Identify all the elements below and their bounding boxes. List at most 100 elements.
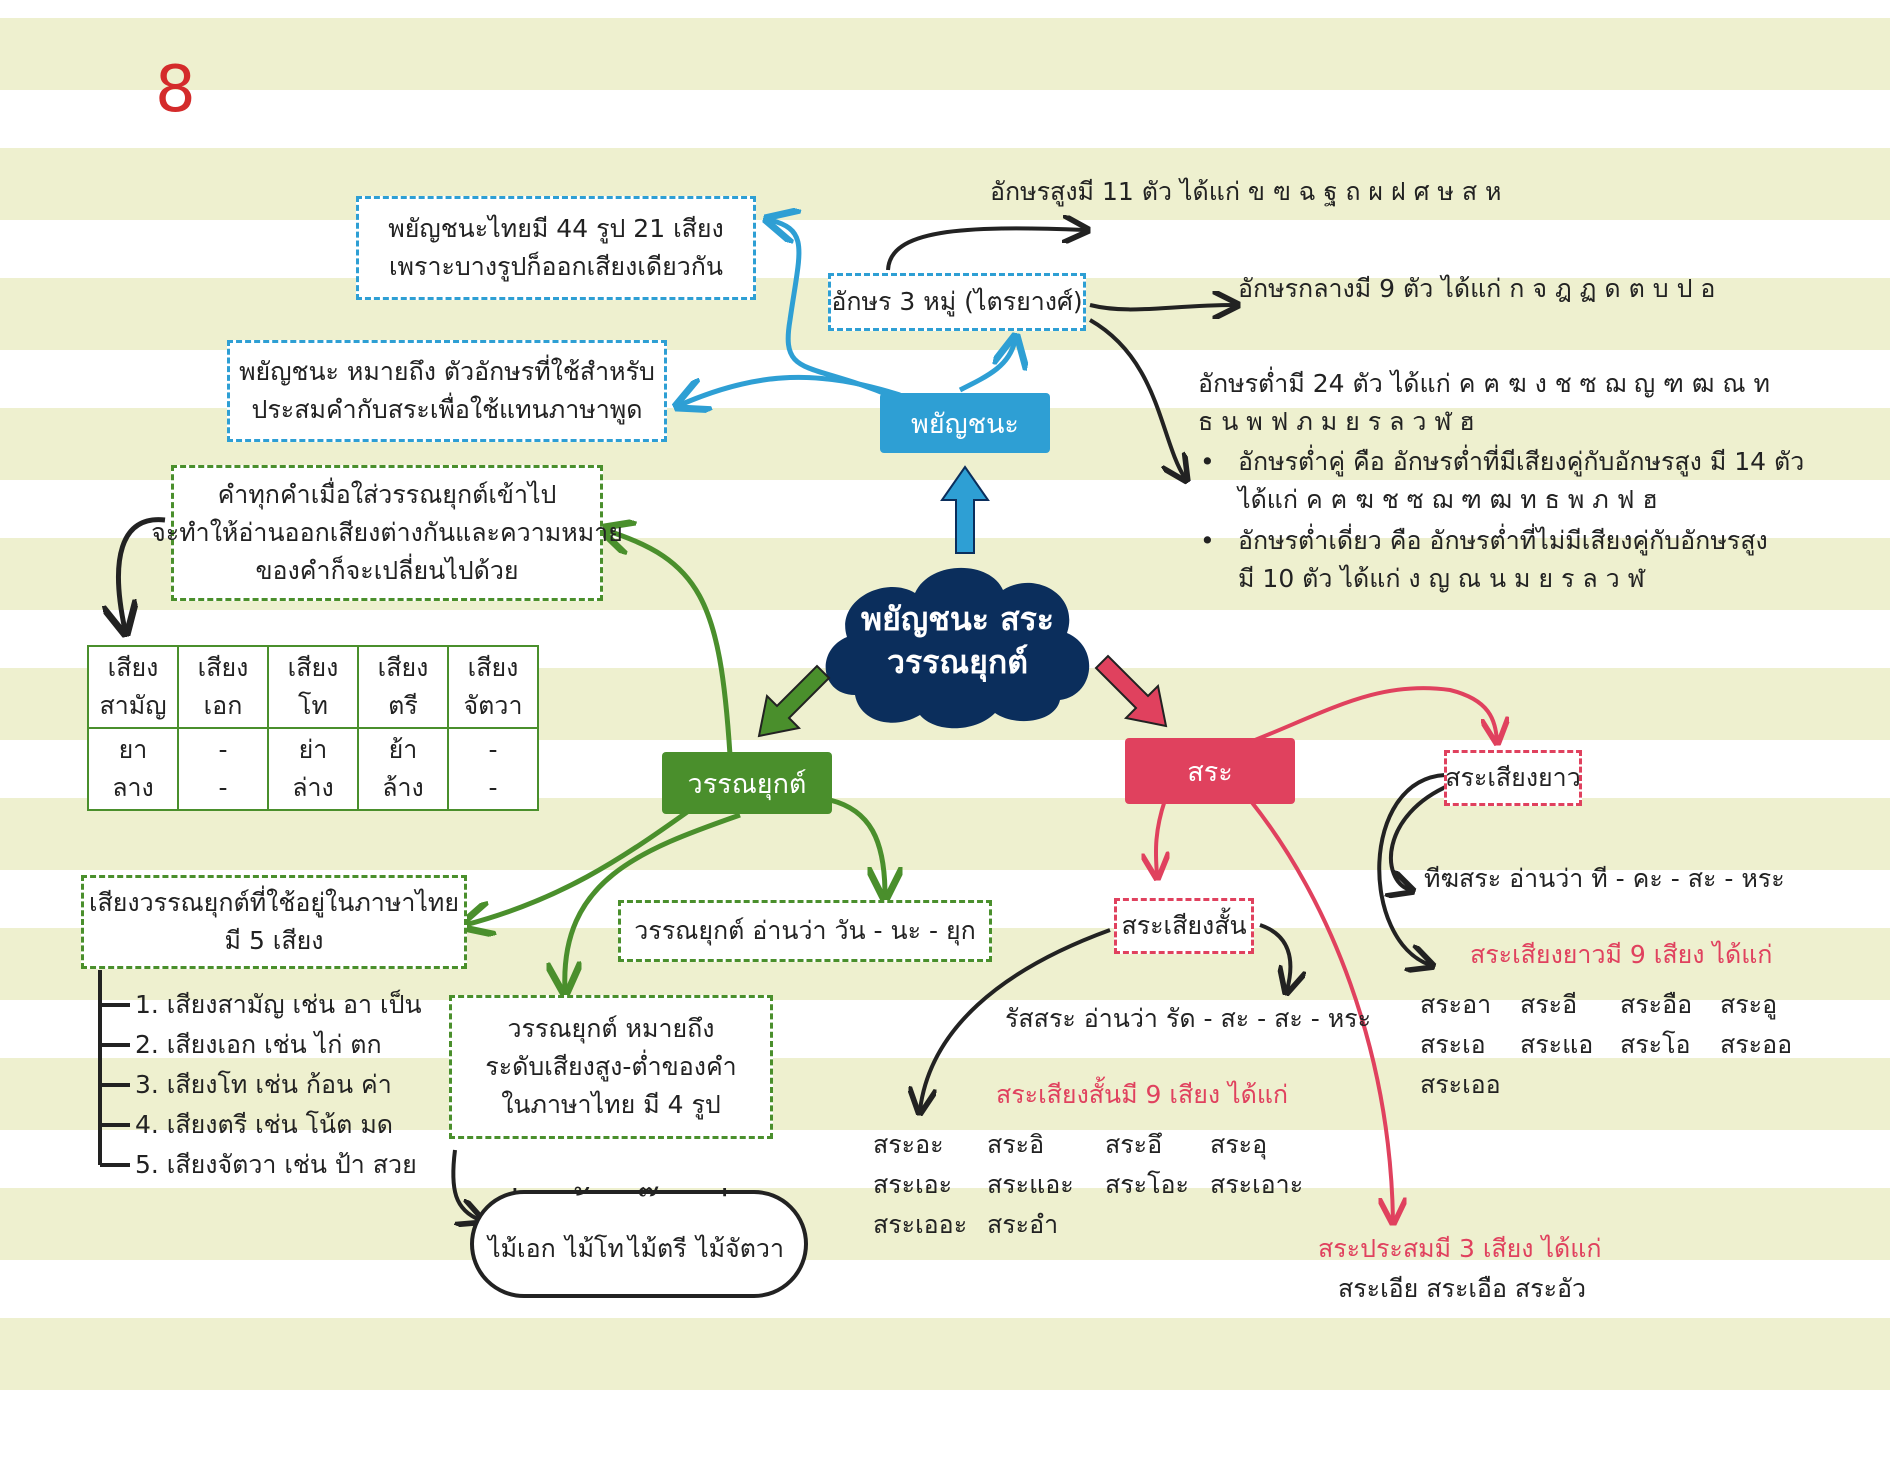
arrow-up-icon: [940, 465, 990, 554]
short-vowel-item: สระโอะ: [1105, 1170, 1189, 1199]
consonant-definition-line: ประสมคำกับสระเพื่อใช้แทนภาษาพูด: [251, 395, 643, 424]
long-vowel-item: สระออ: [1720, 1030, 1793, 1059]
cell-line: ย่า: [298, 735, 328, 764]
table-header-row: เสียงสามัญ เสียงเอก เสียงโท เสียงตรี เสี…: [87, 645, 539, 729]
table-cell: ย้าล้าง: [357, 727, 449, 811]
table-header-cell: เสียงตรี: [357, 645, 449, 729]
consonant-count-box: พยัญชนะไทยมี 44 รูป 21 เสียง เพราะบางรูป…: [356, 196, 756, 300]
tone-definition-box: วรรณยุกต์ หมายถึง ระดับเสียงสูง-ต่ำของคำ…: [449, 995, 773, 1139]
long-vowel-label-text: สระเสียงยาว: [1445, 763, 1581, 792]
table-cell: ย่าล่าง: [267, 727, 359, 811]
header-line: จัตวา: [463, 691, 523, 720]
tone-meaning-box: คำทุกคำเมื่อใส่วรรณยุกต์เข้าไป จะทำให้อ่…: [151, 465, 623, 601]
short-vowel-item: สระอำ: [987, 1210, 1059, 1239]
header-line: เสียง: [467, 653, 519, 682]
mixed-vowel-title: สระประสมมี 3 เสียง ได้แก่: [1318, 1234, 1602, 1263]
table-cell: ยาลาง: [87, 727, 179, 811]
cell-line: -: [488, 735, 498, 764]
header-line: เสียง: [287, 653, 339, 682]
long-vowel-item: สระโอ: [1620, 1030, 1691, 1059]
mixed-vowel-list: สระเอีย สระเอือ สระอัว: [1338, 1274, 1587, 1303]
short-vowel-item: สระอึ: [1105, 1130, 1163, 1159]
low-single-line: มี 10 ตัว ได้แก่ ง ญ ณ น ม ย ร ล ว ฬ: [1238, 564, 1645, 593]
short-vowel-item: สระเออะ: [873, 1210, 968, 1239]
arrow-down-left-icon: [757, 664, 831, 738]
tone-definition-line: ระดับเสียงสูง-ต่ำของคำ: [485, 1052, 737, 1081]
short-vowel-item: สระเอาะ: [1210, 1170, 1304, 1199]
header-line: เสียง: [197, 653, 249, 682]
header-line: ตรี: [388, 691, 418, 720]
bullet: •: [1200, 447, 1215, 476]
low-single-line: อักษรต่ำเดี่ยว คือ อักษรต่ำที่ไม่มีเสียง…: [1238, 526, 1768, 555]
three-groups-text: อักษร 3 หมู่ (ไตรยางศ์): [831, 287, 1083, 316]
short-vowel-item: สระอะ: [873, 1130, 944, 1159]
long-vowel-item: สระอี: [1520, 990, 1578, 1019]
bg-stripe: [0, 148, 1890, 220]
cell-line: ล้าง: [382, 773, 424, 802]
cell-line: ลาง: [112, 773, 154, 802]
tone-meaning-line: ของคำก็จะเปลี่ยนไปด้วย: [255, 556, 519, 585]
center-title-line1: พยัญชนะ สระ: [861, 600, 1054, 638]
long-vowel-title: สระเสียงยาวมี 9 เสียง ได้แก่: [1470, 940, 1773, 969]
tone-label: วรรณยุกต์: [662, 752, 832, 814]
table-header-cell: เสียงเอก: [177, 645, 269, 729]
short-vowel-item: สระอิ: [987, 1130, 1045, 1159]
tone-meaning-line: จะทำให้อ่านออกเสียงต่างกันและความหมาย: [151, 518, 623, 547]
long-vowel-item: สระอา: [1420, 990, 1492, 1019]
short-vowel-item: สระอุ: [1210, 1130, 1268, 1159]
five-tones-line: มี 5 เสียง: [224, 926, 324, 955]
low-pair-line: ได้แก่ ค ฅ ฆ ช ซ ฌ ฑ ฒ ท ธ พ ภ ฟ ฮ: [1238, 485, 1658, 514]
table-cell: --: [447, 727, 539, 811]
high-class-text: อักษรสูงมี 11 ตัว ได้แก่ ข ฃ ฉ ฐ ถ ผ ฝ ศ…: [990, 177, 1502, 206]
table-header-cell: เสียงจัตวา: [447, 645, 539, 729]
consonant-definition-box: พยัญชนะ หมายถึง ตัวอักษรที่ใช้สำหรับ ประ…: [227, 340, 667, 442]
tone-table: เสียงสามัญ เสียงเอก เสียงโท เสียงตรี เสี…: [87, 645, 539, 811]
cell-line: ย้า: [388, 735, 418, 764]
table-header-cell: เสียงโท: [267, 645, 359, 729]
page-number: 8: [155, 53, 196, 127]
tone-list-item: 4. เสียงตรี เช่น โน้ต มด: [135, 1110, 394, 1139]
center-title-line2: วรรณยุกต์: [887, 643, 1028, 681]
bullet: •: [1200, 526, 1215, 555]
mai-tri-name: ไม้ตรี: [628, 1234, 687, 1263]
cell-line: -: [218, 735, 228, 764]
table-header-cell: เสียงสามัญ: [87, 645, 179, 729]
arrow-down-right-icon: [1094, 654, 1168, 728]
consonant-definition-line: พยัญชนะ หมายถึง ตัวอักษรที่ใช้สำหรับ: [239, 357, 655, 386]
tone-marks-oval: [470, 1190, 808, 1298]
consonant-count-line: เพราะบางรูปก็ออกเสียงเดียวกัน: [389, 252, 723, 281]
short-vowel-title: สระเสียงสั้นมี 9 เสียง ได้แก่: [996, 1080, 1289, 1109]
long-vowel-item: สระเออ: [1420, 1070, 1501, 1099]
header-line: เอก: [203, 691, 243, 720]
middle-class-text: อักษรกลางมี 9 ตัว ได้แก่ ก จ ฎ ฏ ด ต บ ป…: [1238, 274, 1716, 303]
consonant-count-line: พยัญชนะไทยมี 44 รูป 21 เสียง: [388, 214, 724, 243]
tone-list-item: 1. เสียงสามัญ เช่น อา เป็น: [135, 990, 422, 1019]
long-vowel-item: สระอู: [1720, 990, 1778, 1019]
long-vowel-item: สระอือ: [1620, 990, 1693, 1019]
short-vowel-label-text: สระเสียงสั้น: [1121, 911, 1247, 940]
long-vowel-label: สระเสียงยาว: [1444, 750, 1582, 806]
bg-stripe: [0, 1318, 1890, 1390]
short-vowel-item: สระแอะ: [987, 1170, 1074, 1199]
three-groups-box: อักษร 3 หมู่ (ไตรยางศ์): [828, 273, 1086, 331]
cell-line: -: [488, 773, 498, 802]
tone-definition-line: ในภาษาไทย มี 4 รูป: [501, 1090, 721, 1119]
bg-stripe: [0, 1058, 1890, 1130]
five-tones-line: เสียงวรรณยุกต์ที่ใช้อยู่ในภาษาไทย: [88, 888, 460, 917]
tone-list-item: 2. เสียงเอก เช่น ไก่ ตก: [135, 1030, 382, 1059]
cell-line: ล่าง: [292, 773, 334, 802]
short-vowel-reading: รัสสระ อ่านว่า รัด - สะ - สะ - หระ: [1005, 1004, 1372, 1033]
consonant-label: พยัญชนะ: [880, 393, 1050, 453]
low-class-line: ธ น พ ฟ ภ ม ย ร ล ว ฬ ฮ: [1198, 407, 1475, 436]
long-vowel-reading: ทีฆสระ อ่านว่า ที - คะ - สะ - หระ: [1424, 864, 1785, 893]
tone-list-item: 3. เสียงโท เช่น ก้อน ค่า: [135, 1070, 392, 1099]
tone-reading-text: วรรณยุกต์ อ่านว่า วัน - นะ - ยุก: [634, 916, 976, 945]
header-line: สามัญ: [99, 691, 167, 720]
table-cell: --: [177, 727, 269, 811]
header-line: เสียง: [377, 653, 429, 682]
mai-ek-name: ไม้เอก: [488, 1234, 556, 1263]
long-vowel-item: สระแอ: [1520, 1030, 1594, 1059]
short-vowel-item: สระเอะ: [873, 1170, 953, 1199]
tone-reading-box: วรรณยุกต์ อ่านว่า วัน - นะ - ยุก: [618, 900, 992, 962]
